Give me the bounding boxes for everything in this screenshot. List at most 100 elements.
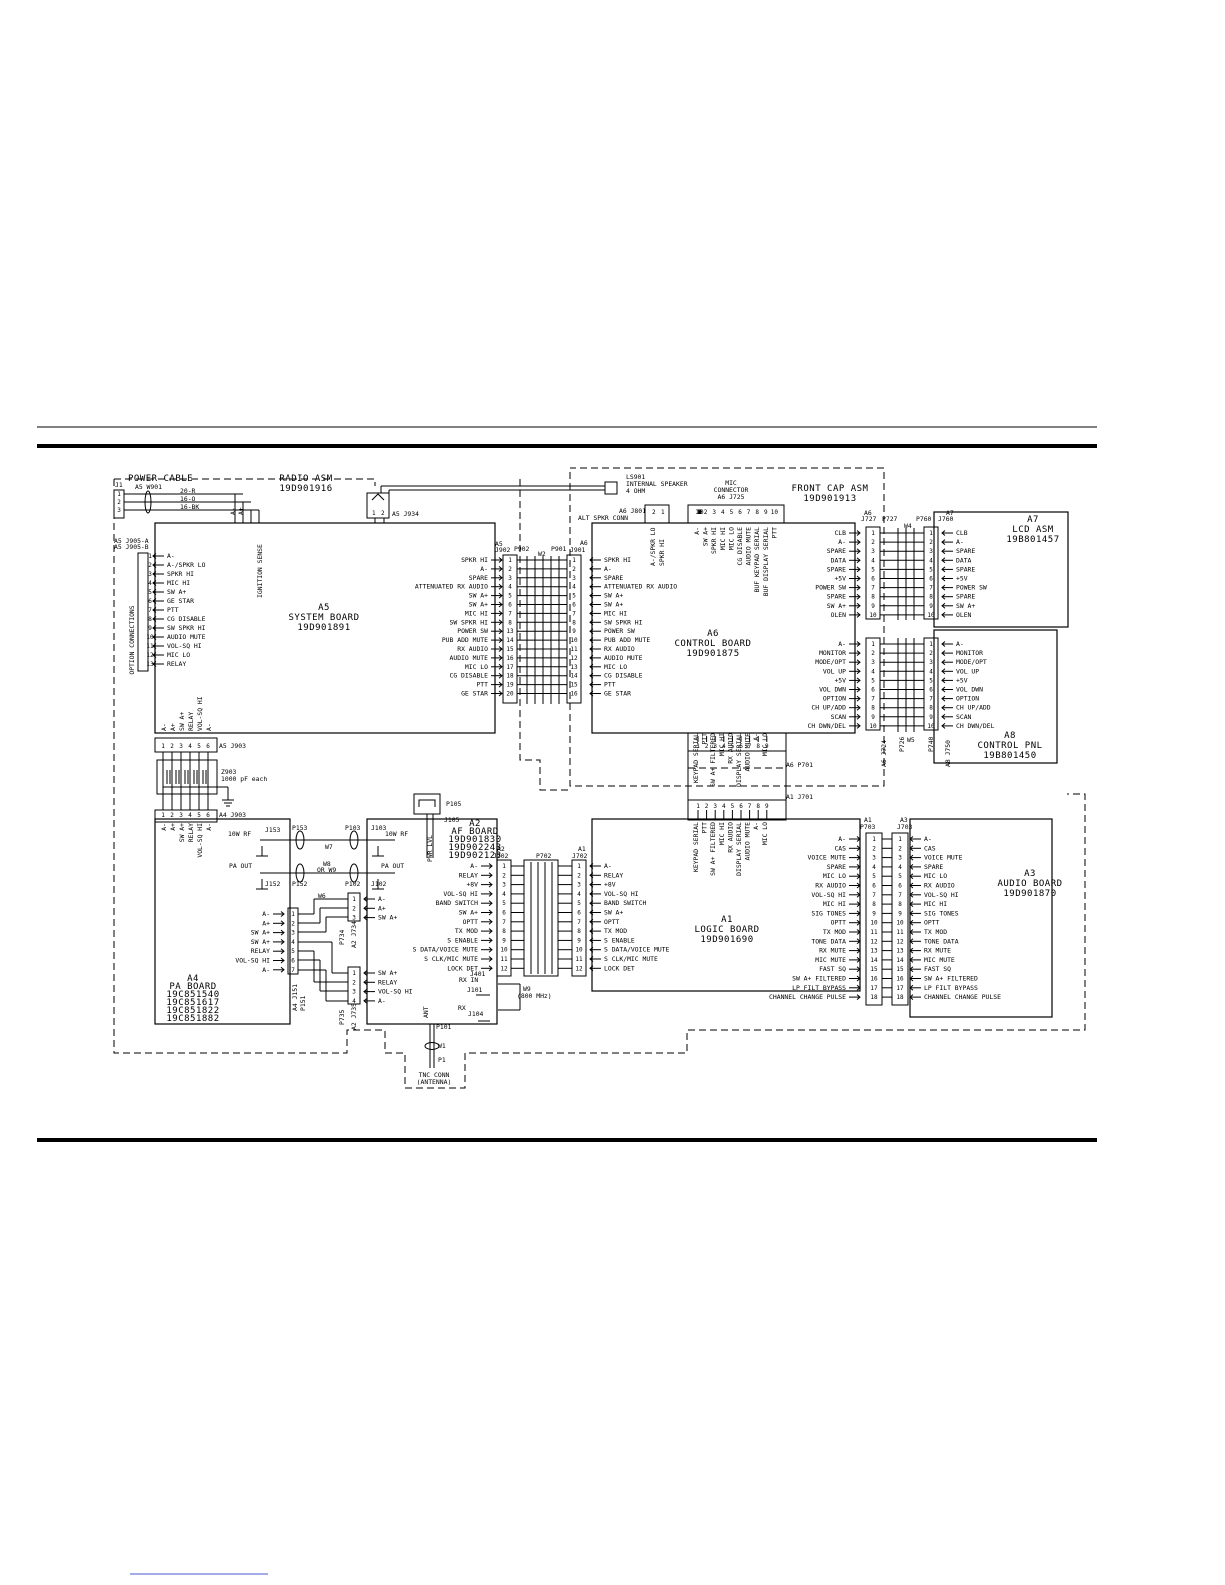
connector-ref: A5 J905-A: [114, 537, 149, 545]
connector-ref: J103: [371, 824, 387, 832]
pin-number: 13: [870, 948, 878, 955]
pin-label: SW A+: [251, 938, 270, 946]
pin-number: 7: [508, 610, 512, 617]
j701-pin-label: MIC LO: [761, 822, 769, 845]
radio-asm-title: RADIO ASM: [279, 474, 332, 484]
pin-number: 18: [896, 994, 904, 1001]
j760-connector: [923, 526, 939, 620]
pin-label: TX MOD: [604, 927, 627, 935]
pin-label: MIC HI: [924, 900, 947, 908]
pin-label: A-: [956, 640, 964, 648]
pin-label: MIC MUTE: [924, 956, 955, 964]
pin-arrow: [488, 946, 493, 953]
pin-number: 13: [896, 948, 904, 955]
cable-ref: W8: [323, 860, 331, 868]
pin-arrow: [909, 901, 914, 907]
pin-label: FAST SQ: [819, 965, 846, 973]
pin-label: CH DWN/DEL: [956, 722, 995, 730]
pin-arrow: [909, 891, 914, 898]
pin-arrow: [589, 672, 594, 679]
board-title-a4: 19C851540: [166, 990, 219, 1000]
pin-number: 1: [372, 510, 376, 517]
cable-ref: W9: [523, 985, 531, 993]
pin-number: 4: [929, 668, 933, 675]
pin-number: 8: [872, 901, 876, 908]
pin-number: 6: [872, 883, 876, 890]
pin-number: 7: [572, 610, 576, 617]
pin-number: 7: [898, 892, 902, 899]
pin-number: 9: [898, 910, 902, 917]
pin-arrow: [152, 643, 157, 649]
pin-label: MIC LO: [465, 663, 488, 671]
pin-label: SPKR HI: [167, 570, 194, 578]
pin-number: 1: [872, 836, 876, 843]
pin-label: TX MOD: [455, 927, 478, 935]
board-title-a6: CONTROL BOARD: [675, 639, 752, 649]
pin-label: CLB: [956, 529, 968, 537]
pin-number: 10: [500, 947, 508, 954]
pin-arrow: [152, 580, 157, 586]
pin-label: A-: [378, 895, 386, 903]
connector-ref: P1: [438, 1056, 446, 1064]
connector-ref: A4 J151: [291, 984, 299, 1011]
pin-arrow: [909, 975, 914, 982]
pin-label: MIC LO: [167, 651, 190, 659]
pin-arrow: [589, 937, 594, 944]
option-connections-label: OPTION CONNECTIONS: [128, 605, 136, 674]
pin-number: 2: [929, 650, 933, 657]
pin-arrow: [941, 612, 946, 618]
pin-label: SW A+: [378, 969, 397, 977]
pin-label: CAS: [924, 844, 936, 852]
pin-number: 9: [929, 603, 933, 610]
pin-number: 6: [871, 576, 875, 583]
pin-arrow: [498, 583, 503, 590]
pin-number: 6: [148, 598, 152, 605]
pin-label: MODE/OPT: [956, 658, 987, 666]
pin-arrow: [589, 574, 594, 581]
pin-label: VOICE MUTE: [808, 854, 847, 862]
pin-number: 5: [291, 948, 295, 955]
pin-number: 5: [731, 803, 735, 810]
connector-ref: P703: [860, 823, 876, 831]
pin-arrow: [909, 938, 914, 945]
pin-label: SIG TONES: [811, 909, 846, 917]
pin-number: 1: [352, 970, 356, 977]
pin-number: 9: [872, 910, 876, 917]
pin-label: SCAN: [831, 713, 847, 721]
connector-ref: J153: [265, 826, 281, 834]
pin-arrow: [909, 947, 914, 954]
pin-label: A-: [262, 910, 270, 918]
pin-label: BAND SWITCH: [436, 899, 478, 907]
pin-label: +8V: [604, 881, 616, 889]
board-title-a4: PA BOARD: [169, 982, 216, 992]
pin-number: 8: [929, 594, 933, 601]
pin-label: POWER SW: [815, 584, 846, 592]
j701-pin-label: KEYPAD SERIAL: [692, 822, 700, 872]
coax-ring: [349, 863, 359, 883]
pin-number: 12: [570, 655, 578, 662]
pin-number: 1: [161, 812, 165, 819]
pin-number: 8: [502, 928, 506, 935]
a6-j725-connector: [687, 504, 785, 524]
pin-label: A-: [167, 552, 175, 560]
a5-j903-connector: [154, 737, 218, 753]
pin-number: 11: [575, 956, 583, 963]
pin-arrow: [589, 601, 594, 608]
pin-number: 1: [502, 863, 506, 870]
a4-pin-label: VOL-SQ HI: [196, 823, 204, 858]
pin-arrow: [856, 713, 861, 720]
mic-pin-label: MIC LO: [727, 527, 735, 550]
pin-number: 1: [508, 557, 512, 564]
connector-ref: A5: [495, 540, 503, 548]
j701-pin-label: RX AUDIO: [726, 822, 734, 853]
pin-number: 10: [927, 612, 935, 619]
pin-number: 1: [871, 641, 875, 648]
board-title-a3: A3: [1024, 869, 1036, 879]
connector-ref: A5 J905-B: [114, 543, 149, 551]
pin-arrow: [909, 919, 914, 926]
pin-label: PTT: [167, 606, 179, 614]
pin-label: OLEN: [956, 611, 972, 619]
pin-arrow: [856, 530, 861, 536]
pin-label: CH UP/ADD: [811, 704, 846, 712]
pin-label: SIG TONES: [924, 909, 959, 917]
